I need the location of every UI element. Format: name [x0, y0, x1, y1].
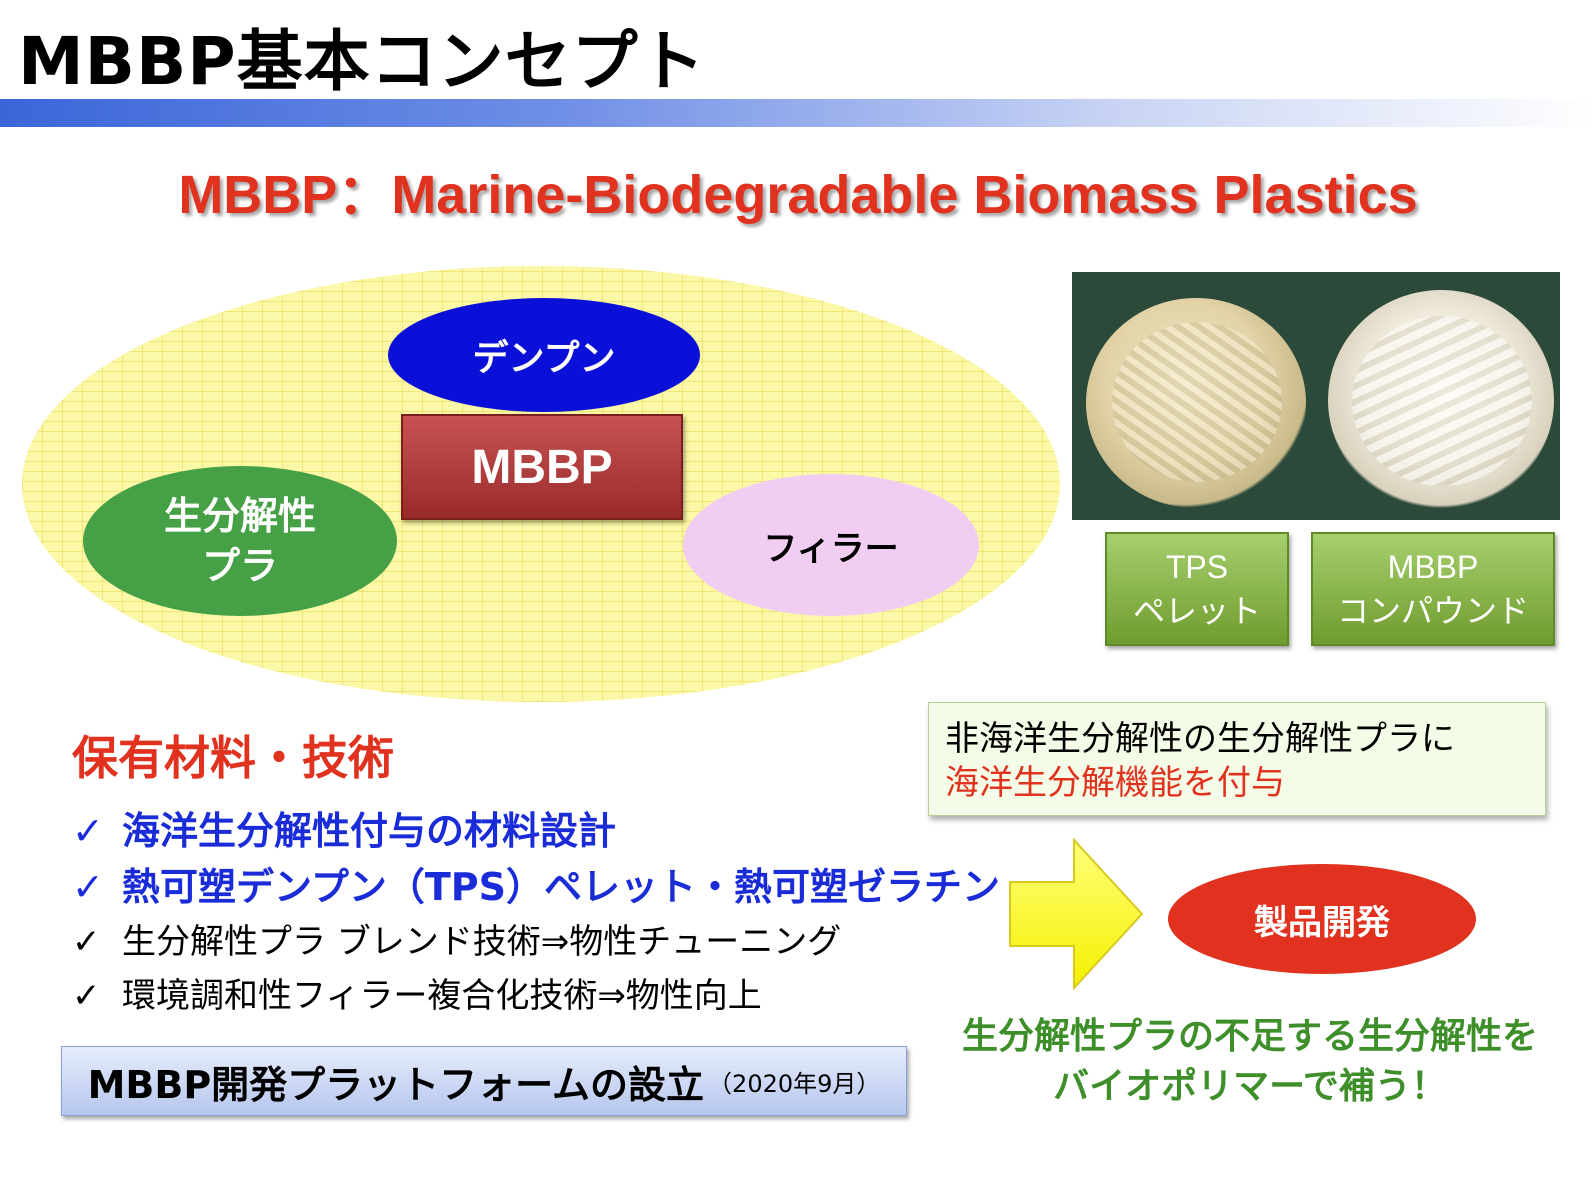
tps-pellet-label: TPS ペレット — [1105, 532, 1289, 646]
bioplastic-ellipse: 生分解性 プラ — [83, 466, 397, 616]
right-arrow-icon — [1009, 838, 1144, 990]
materials-item-text: 熱可塑デンプン（TPS）ペレット・熱可塑ゼラチン — [122, 865, 1001, 909]
filler-ellipse: フィラー — [683, 474, 979, 616]
check-icon: ✓ — [72, 809, 104, 853]
tps-label-line1: TPS — [1165, 549, 1229, 585]
materials-item: ✓ 生分解性プラ ブレンド技術⇒物性チューニング — [72, 914, 841, 963]
bioplastic-label-line1: 生分解性 — [163, 494, 316, 538]
note-line2: 海洋生分解機能を付与 — [945, 763, 1285, 803]
mbbp-center-label: MBBP — [471, 440, 613, 494]
materials-item: ✓ 海洋生分解性付与の材料設計 — [72, 800, 616, 855]
biopolymer-note-line2: バイオポリマーで補う！ — [1053, 1066, 1447, 1107]
materials-heading: 保有材料・技術 — [72, 731, 394, 785]
starch-ellipse: デンプン — [388, 298, 700, 412]
materials-item-text: 生分解性プラ ブレンド技術⇒物性チューニング — [122, 922, 842, 962]
mbbp-label-line1: MBBP — [1387, 549, 1479, 585]
title-underline-bar — [0, 99, 1596, 127]
function-note-box: 非海洋生分解性の生分解性プラに 海洋生分解機能を付与 — [928, 702, 1546, 816]
check-icon: ✓ — [72, 865, 104, 909]
starch-label: デンプン — [472, 338, 616, 379]
materials-item-text: 海洋生分解性付与の材料設計 — [122, 809, 617, 853]
tps-pellet-image — [1072, 272, 1316, 520]
slide-title: MBBP基本コンセプト — [18, 23, 706, 100]
tps-label-line2: ペレット — [1132, 593, 1261, 629]
mbbp-label-line2: コンパウンド — [1336, 593, 1529, 629]
note-line1: 非海洋生分解性の生分解性プラに — [945, 719, 1455, 759]
mbbp-center-box: MBBP — [401, 414, 683, 520]
mbbp-compound-label: MBBP コンパウンド — [1311, 532, 1555, 646]
materials-item-text: 環境調和性フィラー複合化技術⇒物性向上 — [122, 976, 762, 1016]
mbbp-compound-image — [1316, 272, 1560, 520]
materials-item: ✓ 環境調和性フィラー複合化技術⇒物性向上 — [72, 968, 762, 1017]
slide-subtitle: MBBP：Marine-Biodegradable Biomass Plasti… — [178, 165, 1418, 225]
platform-title: MBBP開発プラットフォームの設立 — [87, 1062, 705, 1107]
materials-item: ✓ 熱可塑デンプン（TPS）ペレット・熱可塑ゼラチン — [72, 856, 1000, 911]
check-icon: ✓ — [72, 922, 101, 962]
platform-box: MBBP開発プラットフォームの設立 （2020年9月） — [61, 1046, 907, 1116]
product-development-label: 製品開発 — [1254, 902, 1390, 943]
biopolymer-note-line1: 生分解性プラの不足する生分解性を — [961, 1016, 1538, 1057]
biopolymer-note: 生分解性プラの不足する生分解性を バイオポリマーで補う！ — [930, 1012, 1570, 1112]
product-development-ellipse: 製品開発 — [1168, 864, 1476, 974]
pellet-photo — [1072, 272, 1560, 520]
platform-date: （2020年9月） — [708, 1069, 881, 1098]
check-icon: ✓ — [72, 976, 101, 1016]
filler-label: フィラー — [763, 528, 899, 569]
bioplastic-label-line2: プラ — [201, 544, 278, 588]
